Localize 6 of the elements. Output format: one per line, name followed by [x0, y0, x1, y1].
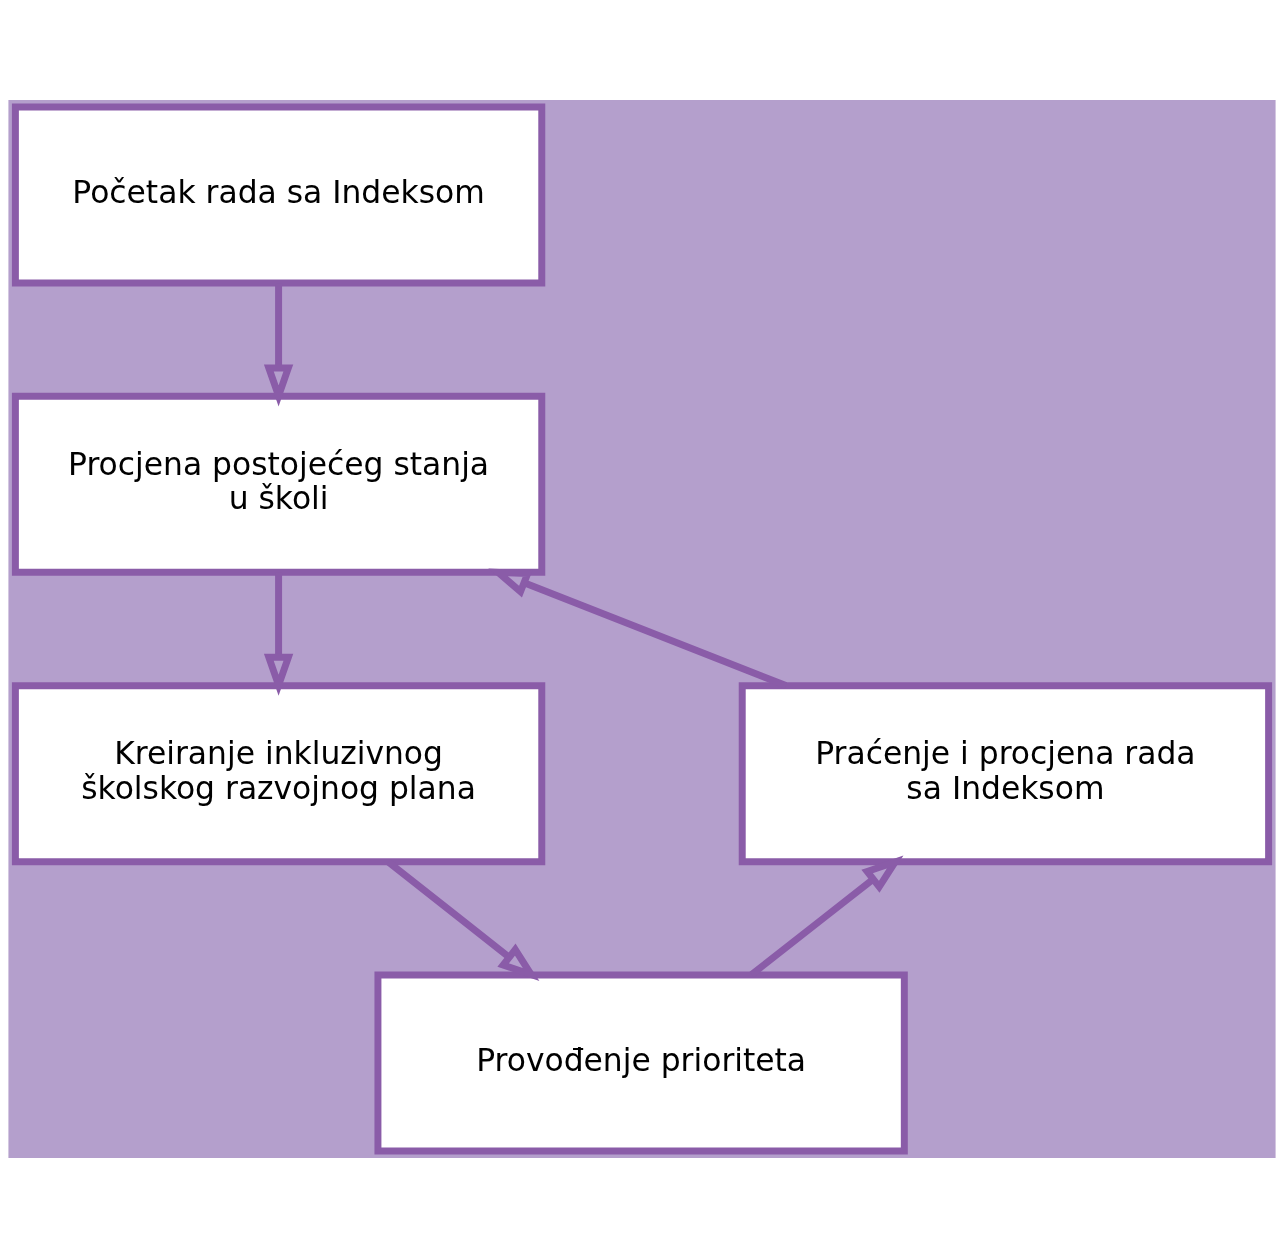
- arrow: [263, 572, 294, 696]
- node-box: Provođenje prioriteta: [374, 971, 908, 1154]
- node-box: Procjena postojećeg stanja u školi: [11, 392, 546, 576]
- node-box: Praćenje i procjena rada sa Indeksom: [738, 681, 1273, 865]
- node-box: Početak rada sa Indeksom: [11, 103, 546, 286]
- node-box: Kreiranje inkluzivnog školskog razvojnog plana: [11, 681, 546, 865]
